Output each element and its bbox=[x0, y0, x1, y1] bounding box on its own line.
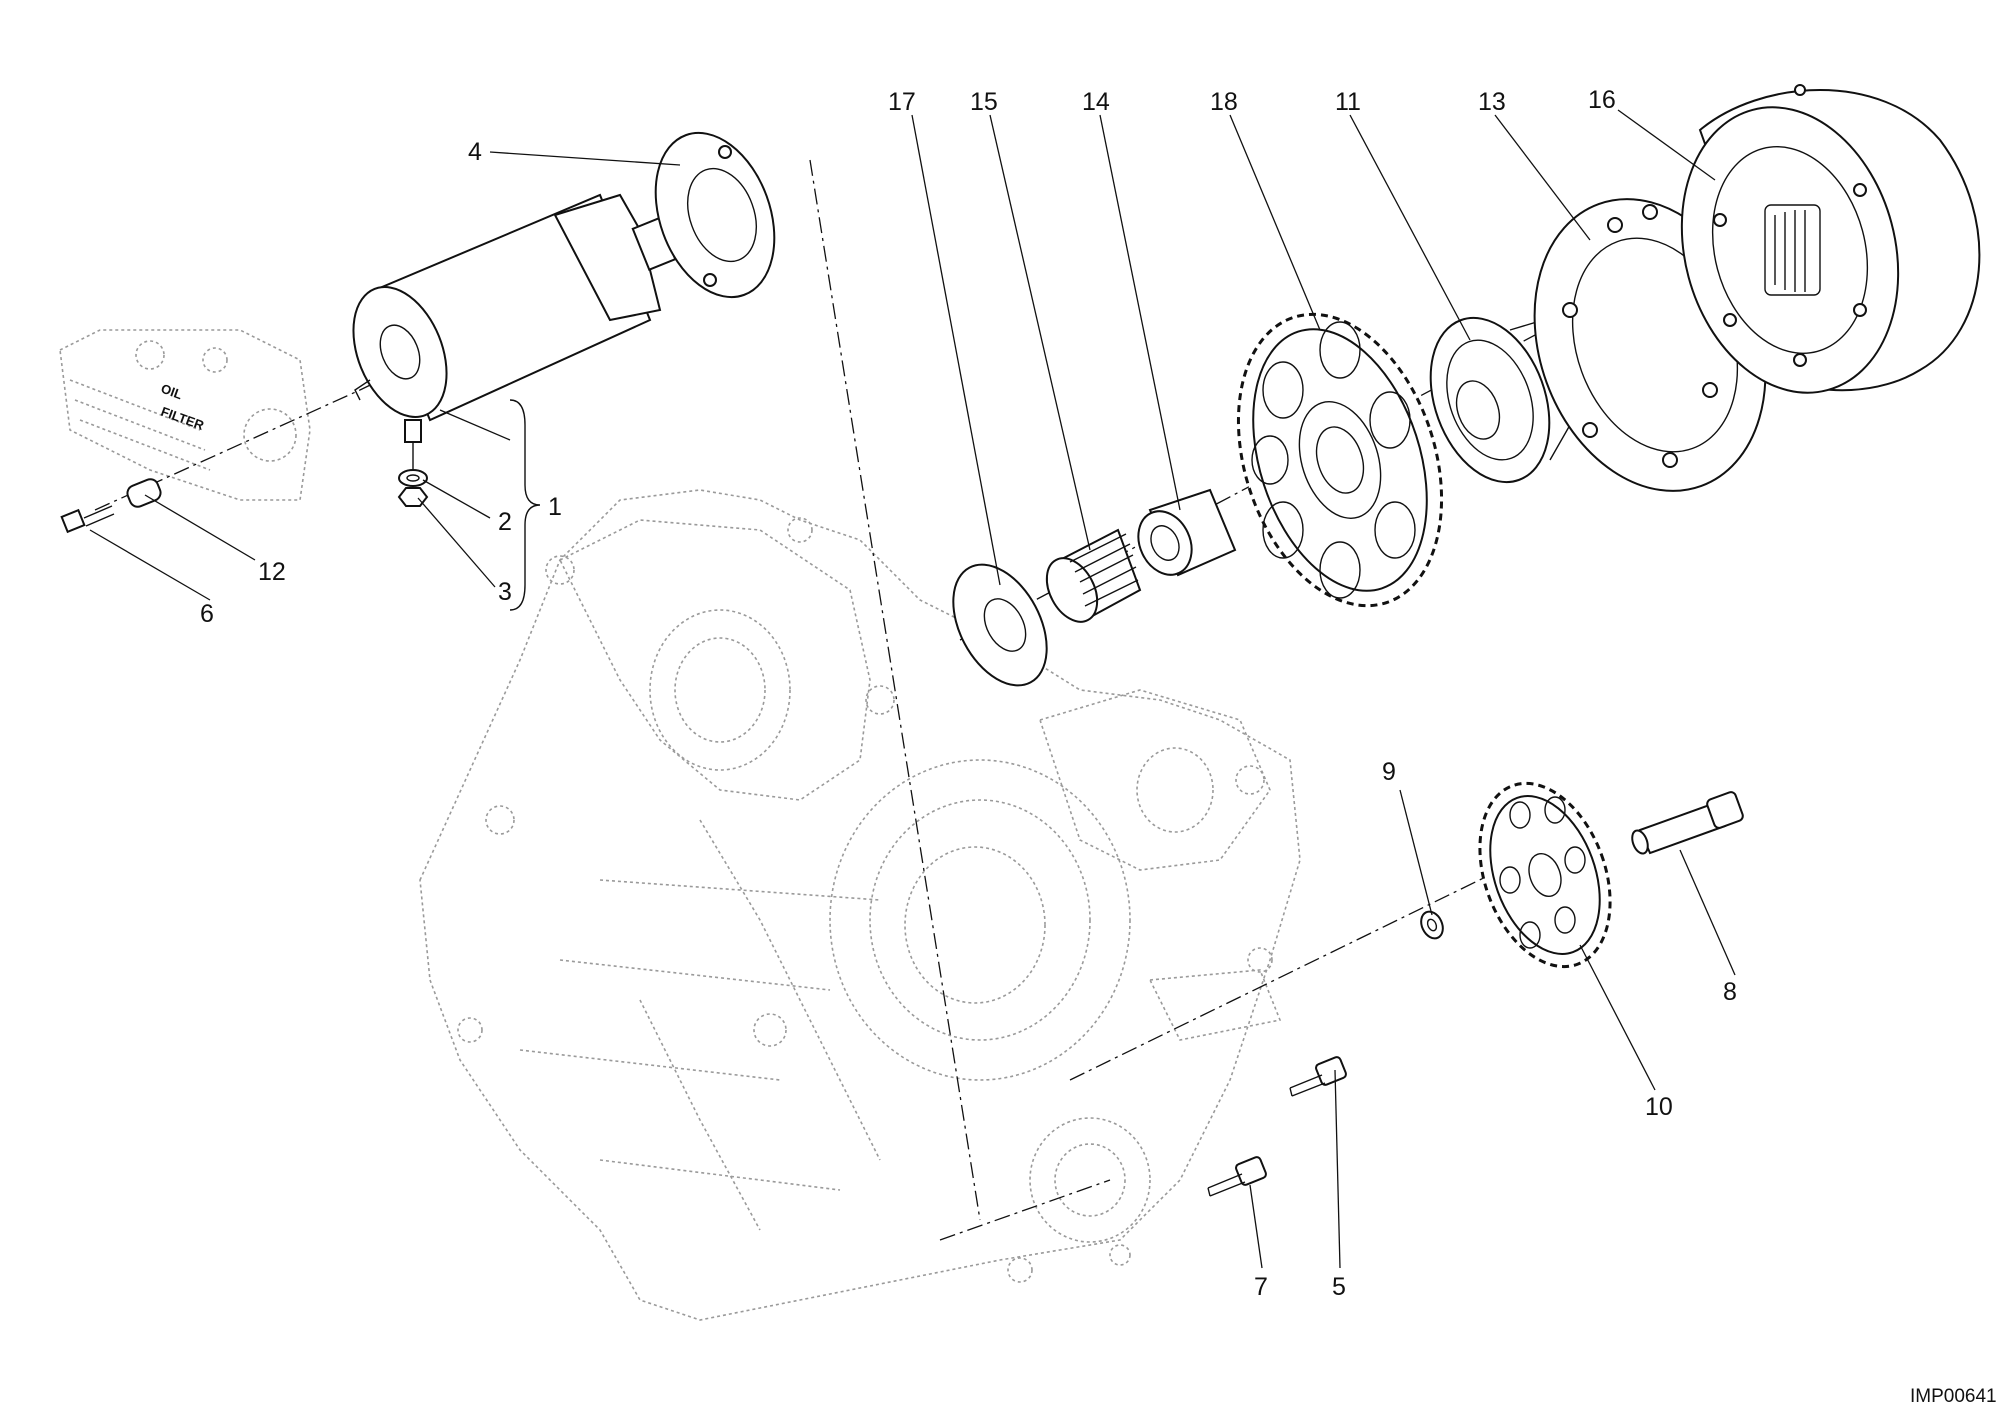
starter-gasket bbox=[654, 131, 776, 299]
flywheel bbox=[1680, 84, 1981, 394]
assembly-brace bbox=[509, 399, 541, 611]
callout-11: 11 bbox=[1335, 88, 1361, 116]
thrust-washer bbox=[952, 563, 1048, 687]
leader-lines bbox=[89, 109, 1736, 1269]
callout-2: 2 bbox=[498, 508, 512, 536]
idler-gear-large bbox=[1236, 312, 1444, 608]
callout-17: 17 bbox=[888, 88, 916, 116]
starter-nut bbox=[397, 487, 429, 507]
oil-filter-housing: OIL FILTER bbox=[59, 329, 311, 501]
callout-1: 1 bbox=[548, 493, 562, 521]
starter-washer bbox=[398, 469, 428, 487]
callout-18: 18 bbox=[1210, 88, 1238, 116]
callout-10: 10 bbox=[1645, 1093, 1673, 1121]
bushing bbox=[1137, 488, 1237, 577]
callout-6: 6 bbox=[200, 600, 214, 628]
callout-14: 14 bbox=[1082, 88, 1110, 116]
callout-3: 3 bbox=[498, 578, 512, 606]
callout-5: 5 bbox=[1332, 1273, 1346, 1301]
callout-13: 13 bbox=[1478, 88, 1506, 116]
crankcase-outline bbox=[419, 489, 1301, 1321]
starter-spacer bbox=[126, 478, 162, 508]
assembly-axes bbox=[94, 159, 1621, 1241]
bolt-item-7 bbox=[1207, 1156, 1267, 1197]
callout-7: 7 bbox=[1254, 1273, 1268, 1301]
callout-labels: 1 2 3 4 5 6 7 8 9 10 11 12 13 14 15 16 1… bbox=[200, 86, 1737, 1301]
callout-12: 12 bbox=[258, 558, 286, 586]
idler-gear-small bbox=[1478, 781, 1612, 969]
filter-label: FILTER bbox=[159, 404, 207, 434]
small-washer bbox=[1420, 910, 1444, 940]
bolt-item-5 bbox=[1289, 1056, 1347, 1097]
freewheel-clutch bbox=[1429, 314, 1591, 484]
gear-shaft bbox=[1631, 791, 1744, 855]
starter-bolt bbox=[60, 505, 115, 534]
callout-8: 8 bbox=[1723, 978, 1737, 1006]
drawing-code: IMP00641 bbox=[1910, 1386, 1997, 1407]
callout-9: 9 bbox=[1382, 758, 1396, 786]
callout-15: 15 bbox=[970, 88, 998, 116]
callout-16: 16 bbox=[1588, 86, 1616, 114]
callout-4: 4 bbox=[468, 138, 482, 166]
oil-label: OIL bbox=[159, 381, 185, 403]
starter-motor bbox=[352, 193, 677, 470]
needle-bearing bbox=[1045, 528, 1142, 623]
